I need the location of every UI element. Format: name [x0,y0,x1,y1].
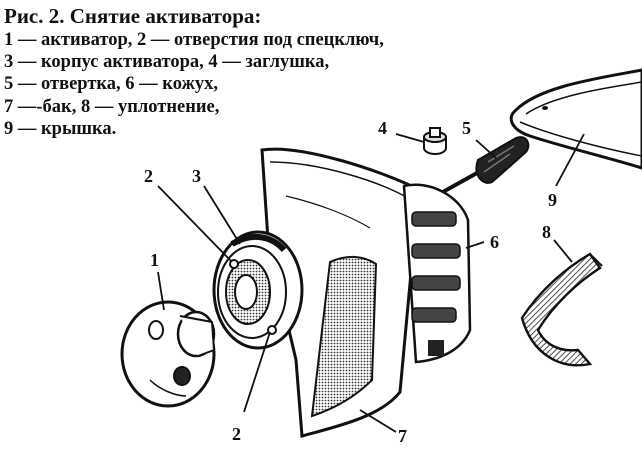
caption-line: 1 — активатор, 2 — отверстия под спецклю… [4,30,384,50]
seal-part [520,252,603,367]
tank-housing-part [260,147,472,438]
caption-title: Рис. 2. Снятие активатора: [4,4,262,28]
figure-caption: Рис. 2. Снятие активатора: 1 — активатор… [4,4,494,140]
callout-6: 6 [490,232,499,252]
caption-line: 9 — крышка. [4,118,117,139]
caption-line: 3 — корпус активатора, 4 — заглушка, [4,52,330,73]
caption-line: 5 — отвертка, 6 — кожух, [4,74,219,95]
callout-2-top: 2 [144,166,153,186]
callout-1: 1 [150,250,159,270]
caption-line: 7 —-бак, 8 — уплотнение, [4,96,220,117]
callout-2-bottom: 2 [232,424,241,444]
activator-body-part [212,230,304,350]
callout-7: 7 [398,426,407,446]
callout-4: 4 [378,118,387,138]
lid-part [509,68,642,170]
plug-part [423,127,447,155]
callout-9: 9 [548,190,557,210]
activator-part [120,300,216,408]
callout-5: 5 [462,118,471,138]
callout-3: 3 [192,166,201,186]
callout-8: 8 [542,222,551,242]
leader-lines [157,133,585,433]
